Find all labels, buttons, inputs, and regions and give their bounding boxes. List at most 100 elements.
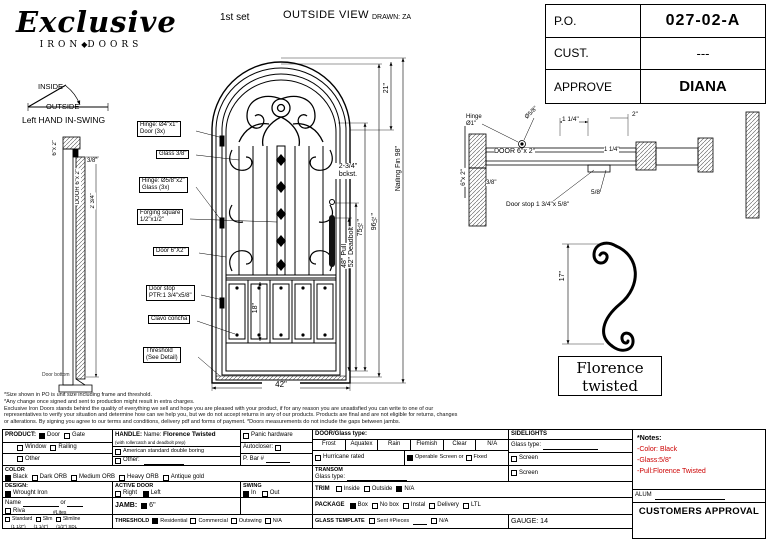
package-ltl-checkbox[interactable]: LTL [462, 502, 481, 510]
active-door-label: ACTIVE DOOR [115, 483, 154, 489]
mid-scrolls [229, 149, 333, 272]
riva-checkbox[interactable]: Riva [5, 507, 25, 514]
hinge-top [219, 135, 225, 147]
checkbox-box [230, 518, 237, 525]
customers-approval-label: CUSTOMERS APPROVAL [638, 506, 760, 517]
threshold-na-checkbox[interactable]: N/A [264, 518, 282, 525]
profile-slim-size: (1 1/4") [33, 523, 49, 529]
hurricane-checkbox[interactable]: Hurricane rated [315, 454, 364, 462]
checkbox-label: Wrought Iron [13, 490, 48, 496]
or-blank[interactable] [67, 500, 84, 507]
package-delivery-checkbox[interactable]: Delivery [429, 502, 459, 510]
active-door-right-checkbox[interactable]: Right [115, 490, 137, 497]
transom-glass-label: Glass type: [315, 474, 346, 480]
checkbox-box [152, 518, 159, 525]
name-label: Name [5, 500, 22, 506]
door-pull [329, 215, 335, 267]
scroll-dimension-label: 17" [559, 270, 566, 283]
callout-line: Hinge: Ø5/8"x2" [142, 178, 185, 184]
checkbox-box [264, 518, 271, 525]
color-black-checkbox[interactable]: Black [5, 474, 28, 481]
threshold-outswing-checkbox[interactable]: Outswing [230, 518, 262, 525]
wrought-iron-checkbox[interactable]: Wrought Iron [5, 490, 48, 497]
package-instal-checkbox[interactable]: Instal [402, 502, 425, 510]
trim-na-checkbox[interactable]: N/A [396, 486, 414, 494]
checkbox-box [315, 454, 321, 461]
checkbox-box [115, 490, 121, 497]
section-dim-top-label: 1 1/4" [562, 116, 579, 123]
checkbox-label: Dark ORB [39, 474, 68, 480]
alum-blank[interactable] [654, 493, 725, 500]
fixed-checkbox[interactable]: Fixed [465, 454, 487, 461]
panic-hardware-checkbox[interactable]: Panic hardware [243, 432, 293, 440]
product-door-checkbox[interactable]: Door [39, 432, 60, 440]
color-medium-orb-checkbox[interactable]: Medium ORB [71, 474, 115, 481]
profile-slim-checkbox[interactable]: Slim [35, 516, 52, 522]
name-blank[interactable] [22, 500, 59, 507]
callout-line: Door 6"X2" [156, 248, 186, 254]
threshold-commercial-checkbox[interactable]: Commercial [190, 518, 228, 525]
trim-inside-checkbox[interactable]: Inside [335, 486, 360, 494]
transom-screen-checkbox[interactable]: Screen [511, 470, 538, 478]
unit-height-dimension-label: 96½" [371, 212, 378, 232]
section-dim-two-label: 2" [632, 111, 638, 118]
po-number: 027-02-A [641, 5, 765, 38]
pbar-blank[interactable] [265, 456, 290, 463]
product-gate-checkbox[interactable]: Gate [64, 432, 85, 440]
po-table: P.O. 027-02-A CUST. --- APPROVE DIANA [545, 4, 766, 104]
sidelights-screen-checkbox[interactable]: Screen [511, 455, 538, 463]
trim-section: TRIM Inside Outside N/A [312, 481, 633, 498]
transom-glass-blank[interactable] [347, 474, 408, 481]
approve-label: APPROVE [546, 70, 641, 103]
package-box-checkbox[interactable]: Box [349, 502, 368, 510]
checkbox-label: N/A [404, 485, 415, 492]
profile-slimline-checkbox[interactable]: Slimline [55, 516, 80, 522]
checkbox-box [115, 458, 121, 464]
glass-type-rain: Rain [377, 440, 410, 450]
threshold-residential-checkbox[interactable]: Residential [152, 518, 187, 525]
glass-template-label: GLASS TEMPLATE [315, 517, 365, 524]
package-nobox-checkbox[interactable]: No box [371, 502, 399, 510]
door-height-dimension-label: 75½" [357, 218, 364, 238]
handle-other-checkbox[interactable]: Other: [115, 457, 140, 465]
product-other-checkbox[interactable]: Other [17, 456, 40, 464]
active-door-left-checkbox[interactable]: Left [142, 490, 161, 497]
glass-template-na-checkbox[interactable]: N/A [431, 518, 448, 525]
lites-label: #Lites [53, 510, 67, 515]
callout-glass: Glass 3/8" [156, 150, 190, 160]
profile-standard-checkbox[interactable]: Standard [5, 516, 32, 522]
operable-checkbox[interactable]: Operable [407, 454, 438, 461]
color-heavy-orb-checkbox[interactable]: Heavy ORB [119, 474, 159, 481]
swing-in-checkbox[interactable]: In [243, 490, 256, 497]
customers-approval-box[interactable]: CUSTOMERS APPROVAL [632, 502, 766, 539]
company-logo: Exclusive IRON◆DOORS [16, 5, 177, 50]
approve-value: DIANA [679, 78, 727, 96]
side-glass-label: 3/8" [87, 158, 98, 164]
color-antique-gold-checkbox[interactable]: Antique gold [162, 474, 204, 481]
scroll-curve [592, 241, 637, 352]
sidelights-glass-blank[interactable] [543, 443, 599, 450]
logo-name: Exclusive [16, 5, 177, 39]
checkbox-label: American standard double boring [123, 447, 205, 454]
glass-template-sent-checkbox[interactable]: Sent #Pieces [368, 518, 409, 525]
handle-other-blank[interactable] [143, 458, 184, 465]
note-pull: -Pull:Florence Twisted [637, 468, 706, 475]
product-railing-checkbox[interactable]: Railing [50, 444, 77, 452]
checkbox-box [17, 444, 23, 451]
swing-out-checkbox[interactable]: Out [261, 490, 279, 497]
trim-outside-checkbox[interactable]: Outside [363, 486, 392, 494]
door-glass-label: DOOR/Glass type: [315, 430, 368, 437]
handle-american-checkbox[interactable]: American standard double boring [115, 448, 204, 455]
checkbox-box [162, 474, 169, 481]
checkbox-box [39, 432, 45, 439]
jamb-6in-checkbox[interactable]: 6" [141, 501, 156, 510]
pieces-blank[interactable] [413, 518, 428, 525]
color-dark-orb-checkbox[interactable]: Dark ORB [31, 474, 68, 481]
package-section: PACKAGE Box No box Instal Delivery LTL [312, 497, 633, 515]
checkbox-label: Medium ORB [79, 474, 116, 480]
handle-name-value[interactable]: Florence Twisted [163, 431, 216, 438]
checkbox-box [71, 474, 78, 481]
product-window-checkbox[interactable]: Window [17, 444, 46, 452]
side-door-stop [72, 148, 79, 158]
autocloser-checkbox[interactable] [275, 445, 283, 451]
